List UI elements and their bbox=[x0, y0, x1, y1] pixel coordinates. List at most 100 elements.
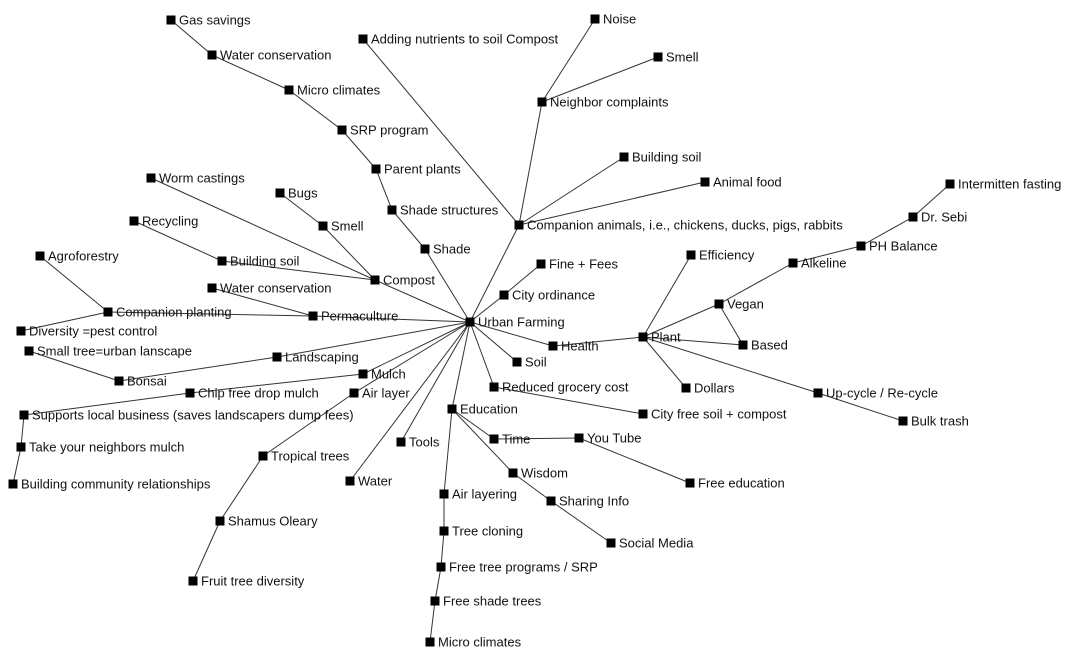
edge-tree-cloning-to-free-tree-programs bbox=[440, 530, 445, 568]
edge-gas-savings-to-water-conservation-1 bbox=[170, 19, 213, 56]
node-water: Water bbox=[345, 474, 393, 489]
node-label-health: Health bbox=[561, 339, 599, 354]
node-marker-micro-climates-2 bbox=[425, 637, 435, 647]
node-marker-mulch bbox=[358, 369, 368, 379]
node-label-companion-animals: Companion animals, i.e., chickens, ducks… bbox=[527, 218, 843, 233]
edge-supports-local-to-take-neighbors-mulch bbox=[20, 414, 25, 448]
node-label-based: Based bbox=[751, 338, 788, 353]
node-parent-plants: Parent plants bbox=[371, 162, 461, 177]
node-label-tools: Tools bbox=[409, 435, 440, 450]
node-label-neighbor-complaints: Neighbor complaints bbox=[550, 95, 669, 110]
node-smell-1: Smell bbox=[653, 50, 699, 65]
edge-landscaping-to-urban-farming bbox=[276, 321, 471, 358]
node-label-alkeline: Alkeline bbox=[801, 256, 847, 271]
node-marker-city-free-soil bbox=[638, 409, 648, 419]
node-city-free-soil: City free soil + compost bbox=[638, 407, 787, 422]
node-permaculture: Permaculture bbox=[308, 309, 398, 324]
edge-permaculture-to-urban-farming bbox=[312, 315, 471, 323]
edge-plant-to-dollars bbox=[642, 336, 687, 389]
node-tropical-trees: Tropical trees bbox=[258, 449, 350, 464]
node-chip-free: Chip free drop mulch bbox=[185, 386, 319, 401]
node-label-urban-farming: Urban Farming bbox=[478, 315, 565, 330]
node-tools: Tools bbox=[396, 435, 440, 450]
node-marker-fruit-tree-diversity bbox=[188, 576, 198, 586]
node-label-tropical-trees: Tropical trees bbox=[271, 449, 350, 464]
node-fruit-tree-diversity: Fruit tree diversity bbox=[188, 574, 305, 589]
node-take-neighbors-mulch: Take your neighbors mulch bbox=[16, 440, 184, 455]
node-marker-building-soil-1 bbox=[619, 152, 629, 162]
node-label-small-tree: Small tree=urban lanscape bbox=[37, 344, 192, 359]
edge-noise-to-neighbor-complaints bbox=[541, 18, 596, 103]
edge-layer bbox=[12, 18, 951, 643]
node-label-time: Time bbox=[502, 432, 530, 447]
node-bugs: Bugs bbox=[275, 186, 318, 201]
node-smell-2: Smell bbox=[318, 219, 364, 234]
edge-building-soil-2-to-compost bbox=[221, 260, 376, 281]
node-agroforestry: Agroforestry bbox=[35, 249, 119, 264]
node-marker-landscaping bbox=[272, 352, 282, 362]
node-water-conservation-1: Water conservation bbox=[207, 48, 332, 63]
edge-take-neighbors-mulch-to-building-community bbox=[12, 446, 22, 485]
node-label-shade: Shade bbox=[433, 242, 471, 257]
node-health: Health bbox=[548, 339, 599, 354]
node-marker-soil bbox=[512, 357, 522, 367]
node-free-tree-programs: Free tree programs / SRP bbox=[436, 560, 598, 575]
node-marker-education bbox=[447, 404, 457, 414]
node-shade-structures: Shade structures bbox=[387, 203, 499, 218]
node-marker-bulk-trash bbox=[898, 416, 908, 426]
node-marker-free-shade-trees bbox=[430, 596, 440, 606]
node-label-building-soil-2: Building soil bbox=[230, 254, 299, 269]
node-marker-small-tree bbox=[24, 346, 34, 356]
node-bulk-trash: Bulk trash bbox=[898, 414, 969, 429]
node-label-chip-free: Chip free drop mulch bbox=[198, 386, 319, 401]
node-label-plant: Plant bbox=[651, 330, 681, 345]
node-marker-efficiency bbox=[686, 250, 696, 260]
node-label-gas-savings: Gas savings bbox=[179, 13, 251, 28]
edge-plant-to-efficiency bbox=[642, 254, 692, 338]
edge-education-to-urban-farming bbox=[451, 321, 471, 410]
node-wisdom: Wisdom bbox=[508, 466, 568, 481]
edge-smell-1-to-neighbor-complaints bbox=[541, 56, 659, 103]
node-marker-bonsai bbox=[114, 376, 124, 386]
edge-tropical-trees-to-air-layer bbox=[262, 392, 355, 457]
node-diversity-pest: Diversity =pest control bbox=[16, 324, 157, 339]
edge-plant-to-upcycle bbox=[642, 336, 819, 394]
node-label-agroforestry: Agroforestry bbox=[48, 249, 119, 264]
node-alkeline: Alkeline bbox=[788, 256, 847, 271]
node-label-city-free-soil: City free soil + compost bbox=[651, 407, 787, 422]
node-label-ph-balance: PH Balance bbox=[869, 239, 938, 254]
node-marker-upcycle bbox=[813, 388, 823, 398]
node-marker-compost bbox=[370, 275, 380, 285]
node-water-conservation-2: Water conservation bbox=[207, 281, 332, 296]
edge-compost-to-urban-farming bbox=[374, 279, 471, 323]
node-marker-free-tree-programs bbox=[436, 562, 446, 572]
node-label-free-shade-trees: Free shade trees bbox=[443, 594, 542, 609]
edge-health-to-urban-farming bbox=[469, 321, 554, 347]
node-marker-urban-farming bbox=[465, 317, 475, 327]
node-youtube: You Tube bbox=[574, 431, 641, 446]
node-label-vegan: Vegan bbox=[727, 297, 764, 312]
edge-alkeline-to-vegan bbox=[718, 262, 794, 305]
edge-water-conservation-1-to-micro-climates-1 bbox=[211, 54, 290, 91]
node-marker-alkeline bbox=[788, 258, 798, 268]
node-label-dr-sebi: Dr. Sebi bbox=[921, 210, 967, 225]
node-label-water-conservation-1: Water conservation bbox=[220, 48, 332, 63]
node-marker-companion-planting bbox=[103, 307, 113, 317]
node-city-ordinance: City ordinance bbox=[499, 288, 595, 303]
node-marker-city-ordinance bbox=[499, 290, 509, 300]
node-marker-adding-nutrients bbox=[358, 34, 368, 44]
edge-sharing-info-to-social-media bbox=[550, 500, 612, 544]
edge-companion-planting-to-diversity-pest bbox=[20, 311, 109, 332]
node-marker-neighbor-complaints bbox=[537, 97, 547, 107]
edge-smell-2-to-compost bbox=[322, 225, 376, 281]
edge-education-to-air-layering bbox=[443, 408, 453, 495]
node-label-fruit-tree-diversity: Fruit tree diversity bbox=[201, 574, 305, 589]
node-marker-diversity-pest bbox=[16, 326, 26, 336]
node-animal-food: Animal food bbox=[700, 175, 782, 190]
node-label-building-community: Building community relationships bbox=[21, 477, 211, 492]
edge-worm-castings-to-compost bbox=[150, 177, 376, 281]
node-label-bonsai: Bonsai bbox=[127, 374, 167, 389]
node-bonsai: Bonsai bbox=[114, 374, 167, 389]
node-landscaping: Landscaping bbox=[272, 350, 359, 365]
